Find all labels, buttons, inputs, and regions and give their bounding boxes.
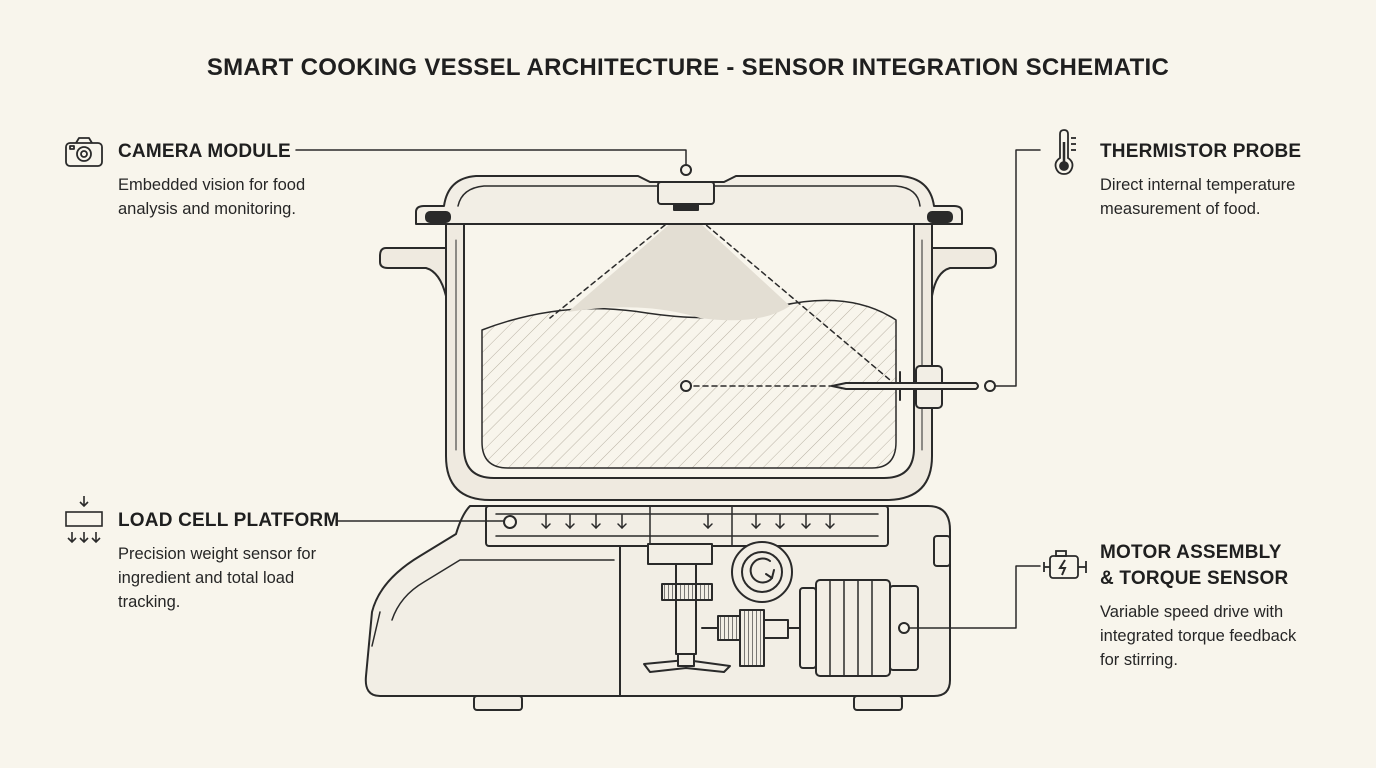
camera-heading: CAMERA MODULE [118, 141, 291, 162]
motor-callout: MOTOR ASSEMBLY & TORQUE SENSOR Variable … [1100, 540, 1300, 672]
thermistor-heading: THERMISTOR PROBE [1100, 141, 1302, 162]
motor-heading-line2: & TORQUE SENSOR [1100, 568, 1289, 589]
load-arrows [541, 514, 835, 529]
gear-train [701, 609, 801, 667]
loadcell-callout: LOAD CELL PLATFORM Precision weight sens… [118, 508, 343, 614]
load-arrowhead [703, 523, 713, 529]
thermistor-description: Direct internal temperature measurement … [1100, 176, 1296, 218]
camera-callout: CAMERA MODULE Embedded vision for food a… [118, 139, 333, 221]
lid [415, 164, 963, 225]
leader-lines [295, 149, 1041, 629]
load-arrowhead [775, 523, 785, 529]
drive-shaft [643, 543, 731, 673]
motor-rotation-indicator [731, 541, 793, 603]
loadcell-description: Precision weight sensor for ingredient a… [118, 545, 317, 611]
thermistor-callout: THERMISTOR PROBE Direct internal tempera… [1100, 139, 1325, 221]
thermometer-icon [1054, 129, 1076, 175]
loadcell-heading: LOAD CELL PLATFORM [118, 510, 340, 531]
load-arrowhead [565, 523, 575, 529]
load-arrowhead [591, 523, 601, 529]
scale-icon [65, 496, 103, 544]
page-title: SMART COOKING VESSEL ARCHITECTURE - SENS… [206, 54, 1170, 81]
camera-description: Embedded vision for food analysis and mo… [118, 176, 306, 218]
motor-description: Variable speed drive with integrated tor… [1100, 603, 1297, 669]
load-arrowhead [751, 523, 761, 529]
motor-icon [1043, 550, 1087, 579]
load-arrowhead [825, 523, 835, 529]
load-arrowhead [617, 523, 627, 529]
motor-body [799, 579, 919, 677]
camera-icon [65, 137, 103, 167]
motor-heading-line1: MOTOR ASSEMBLY [1100, 542, 1282, 563]
load-arrowhead [541, 523, 551, 529]
load-cell-platform [485, 505, 889, 547]
load-arrowhead [801, 523, 811, 529]
camera-view-cone [568, 210, 790, 321]
thermistor-probe [680, 365, 996, 409]
